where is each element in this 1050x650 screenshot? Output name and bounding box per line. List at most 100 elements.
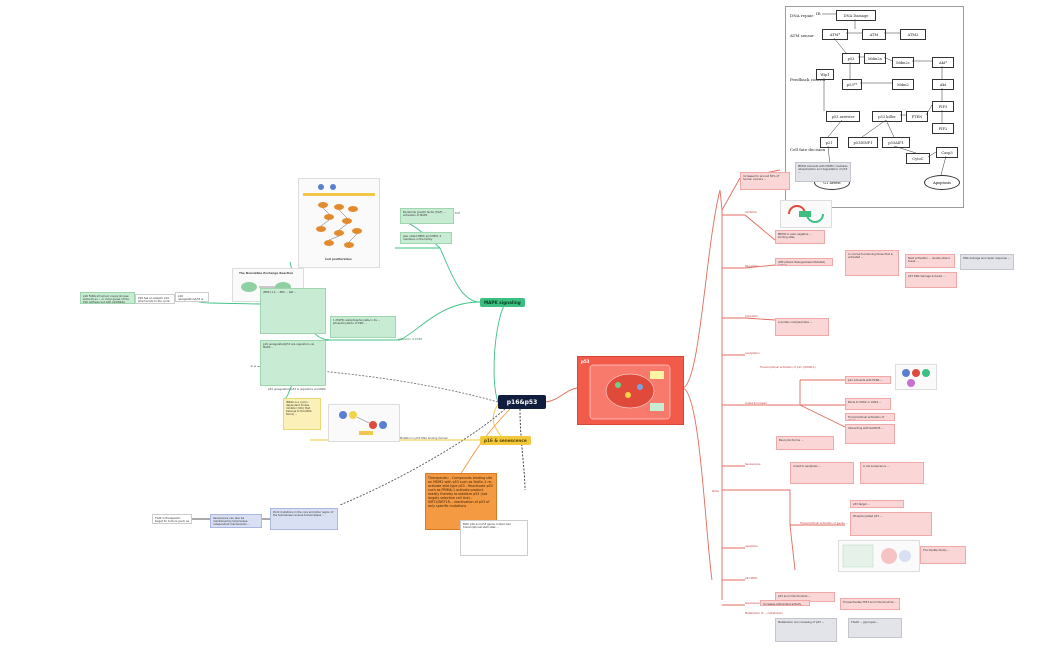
panel-arrows xyxy=(822,13,947,176)
tag-senescence: Senescence xyxy=(745,463,761,466)
node-atm: ATM xyxy=(862,29,886,40)
node-pten: PTEN xyxy=(906,111,928,122)
mapk-note-autophos[interactable]: 1 (EGFR) autophosphorylate in its ... ph… xyxy=(330,316,396,338)
left-note-white[interactable]: p16 upregulation/p53 is ... xyxy=(175,292,209,302)
p21-illustration xyxy=(902,369,930,387)
p53-cell-illustration xyxy=(589,364,671,420)
tag-acetylation: Acetylation xyxy=(745,352,760,355)
p53-note-cdk[interactable]: Binds to CDK2 or CDK4 ... xyxy=(845,398,891,410)
senescence-bar-tert[interactable]: Point mutations in the core promoter reg… xyxy=(270,508,338,530)
pathway-illustration xyxy=(303,184,375,248)
p53-note-cip[interactable]: The Cip/Kip family ... xyxy=(920,546,966,564)
tag-transcriptional: Transcriptional activation of genes ... xyxy=(800,522,848,525)
p53-note-damage[interactable]: Next activation ... double strand break … xyxy=(905,254,955,268)
node-mdm2: Mdm2 xyxy=(892,79,914,90)
hub-p53-image[interactable]: p53 xyxy=(577,356,684,425)
hub-p53-label: p53 xyxy=(581,359,590,364)
p53-note-auto[interactable]: MDM2 in auto-negative ... binding sites xyxy=(775,230,825,244)
p53-note-complex[interactable]: A protein complex/class ... xyxy=(775,318,829,336)
panel-label-cell-fate: Cell fate decision xyxy=(790,147,826,152)
hub-senescence[interactable]: p16 & senescence xyxy=(480,436,531,445)
p53-network-diagram: DNA repair ATM sensor Feedback control C… xyxy=(785,6,964,208)
tag-apoptosis: Apoptosis xyxy=(745,545,758,548)
apoptosis-image xyxy=(838,540,920,572)
central-node[interactable]: p16&p53 xyxy=(498,395,546,409)
exchange-reaction-title: The Nonvisible Exchange Reaction xyxy=(239,271,294,275)
p53-note-bax[interactable]: Bax/cytochrome ... xyxy=(776,436,834,450)
node-p53: p53 xyxy=(842,53,860,64)
mapk-note-mek[interactable]: (MEK) 1,2 ... ERK ... Raf ... xyxy=(260,288,326,334)
p53-note-metabolism[interactable]: Metabolism via increasing of p53 ... xyxy=(775,618,837,642)
mdm2-illustration xyxy=(788,205,824,223)
node-pip3: PIP3 xyxy=(932,101,954,112)
node-p53aip1: p53AIP1 xyxy=(882,137,910,148)
tag-activation: Activation xyxy=(745,315,758,318)
tag-activation-egfr: Activation of EGFR xyxy=(398,338,423,341)
node-p53dinp1: p53DINP1 xyxy=(848,137,878,148)
caption-mid: p53 upregulation/p53 is regulators via M… xyxy=(268,388,326,391)
p53-note-dna-repair[interactable]: DNA damage and repair response ... xyxy=(960,254,1014,270)
p53-note-gadd45[interactable]: Interacting with GADD45 ... xyxy=(845,424,895,444)
pathway-image: Cell proliferation xyxy=(298,178,380,268)
node-mdm2n: Mdm2n xyxy=(864,53,886,64)
mapk-note-erk[interactable]: p16 upregulated/p53 are regulators via M… xyxy=(260,340,326,386)
hub-mapk-signaling[interactable]: MAPK signaling xyxy=(480,298,525,307)
node-p53-star: p53** xyxy=(842,79,862,90)
node-dna-damage: DNA Damage xyxy=(836,10,876,21)
node-p53-arrester: p53 arrester xyxy=(826,111,860,122)
node-casp3: Casp3 xyxy=(936,147,958,158)
p53-note-pcna[interactable]: p21 interacts with PCNA ... xyxy=(845,376,891,384)
p53-note-tigar[interactable]: TIGAR ... glycolysis ... xyxy=(848,618,902,638)
tag-roles: Roles xyxy=(712,490,719,493)
mapk-note-egf[interactable]: Epidermal growth factor (EGF) ... activa… xyxy=(400,208,454,224)
p53-note-dsb[interactable]: p53 DNA damage-induced ... xyxy=(905,272,957,288)
pathway-caption: Cell proliferation xyxy=(325,257,352,261)
apoptosis-illustration xyxy=(842,544,911,568)
tag-ros: Suppression of ROS xyxy=(745,602,771,605)
node-akt: Akt xyxy=(932,79,954,90)
p53-note-phospho[interactable]: Phosphorylated p53 ... xyxy=(850,512,932,536)
node-cytoc: CytoC xyxy=(906,153,930,164)
node-ir: IR xyxy=(816,11,821,16)
tag-p21: Transcriptional activation of p21 (CDKN1… xyxy=(760,366,816,369)
node-wip1: Wip1 xyxy=(816,69,834,80)
node-p21: p21 xyxy=(820,137,838,148)
p21-image xyxy=(895,364,937,390)
p53-note-atm[interactable]: ATM (Ataxia Telangiectasia Mutated) prot… xyxy=(775,258,833,266)
mdm2-image xyxy=(780,200,832,228)
tag-pidd: p53-PIDD xyxy=(745,577,758,580)
left-note-far[interactable]: p16 FANG-1(human) insure (kinase subunit… xyxy=(80,292,135,304)
p53-note-mdm2[interactable]: MDM2 interacts with MDMX; mediates ubiqu… xyxy=(795,162,851,182)
p53-note-cancers[interactable]: Increased to around 50% of human cancers… xyxy=(740,172,790,190)
p53-note-arrest[interactable]: Arrest to apoptosis ... xyxy=(790,462,854,484)
node-mdm2c: Mdm2c xyxy=(892,57,914,68)
node-p53-killer: p53 killer xyxy=(872,111,902,122)
yellow-note-ink4a[interactable]: INK4A is a cyclin-dependent kinase inhib… xyxy=(283,398,321,430)
senescence-image xyxy=(328,404,400,442)
p53-note-target[interactable]: p53 target ... xyxy=(850,500,904,508)
senescence-illustration xyxy=(339,411,387,435)
panel-label-dna-repair: DNA repair xyxy=(790,13,814,18)
senescence-bar-telomerase[interactable]: Senescence can also be maintained by tel… xyxy=(210,514,262,528)
p53-note-genes[interactable]: Transcriptional activation of genes ... xyxy=(845,413,895,421)
p53-note-senescence[interactable]: A cell senescence ... xyxy=(860,462,924,484)
p53-note-antioxidant[interactable]: Increases antioxidant activity xyxy=(760,600,810,606)
tag-regulation: Regulation xyxy=(745,265,759,268)
tag-mutation: Mutation in p53 DNA binding domain xyxy=(400,437,448,440)
node-atm2: ATM2 xyxy=(900,29,926,40)
left-note-adaptor[interactable]: P16 has an adaptor p16 which binds to th… xyxy=(135,294,175,304)
tag-arrest-repair: Arrest and repair xyxy=(745,402,767,405)
node-pip2: PIP2 xyxy=(932,123,954,134)
p53-note-tp53[interactable]: Transactivates TP53 and mitochondrial ..… xyxy=(840,598,900,610)
tag-egf: EGF xyxy=(455,212,461,215)
tag-metabolism: Metabolism of ... metabolism xyxy=(745,612,783,615)
mapk-note-mekk[interactable]: also called MEKK and MEK1 4 members in t… xyxy=(400,232,452,244)
panel-label-feedback: Feedback control xyxy=(790,77,826,82)
panel-label-atm-sensor: ATM sensor xyxy=(790,33,815,38)
transcription-note[interactable]: Both p16 and p53 genes contain two trans… xyxy=(460,520,528,556)
p53-note-normal[interactable]: In normal functioning those that is acti… xyxy=(845,250,899,276)
node-akt-star: Akt* xyxy=(932,57,954,68)
tumor-target-note[interactable]: TGAT is therapeutic target for tumors (s… xyxy=(152,514,192,524)
node-apoptosis: Apoptosis xyxy=(924,175,960,190)
tag-inhibition: Inhibition xyxy=(745,211,758,214)
